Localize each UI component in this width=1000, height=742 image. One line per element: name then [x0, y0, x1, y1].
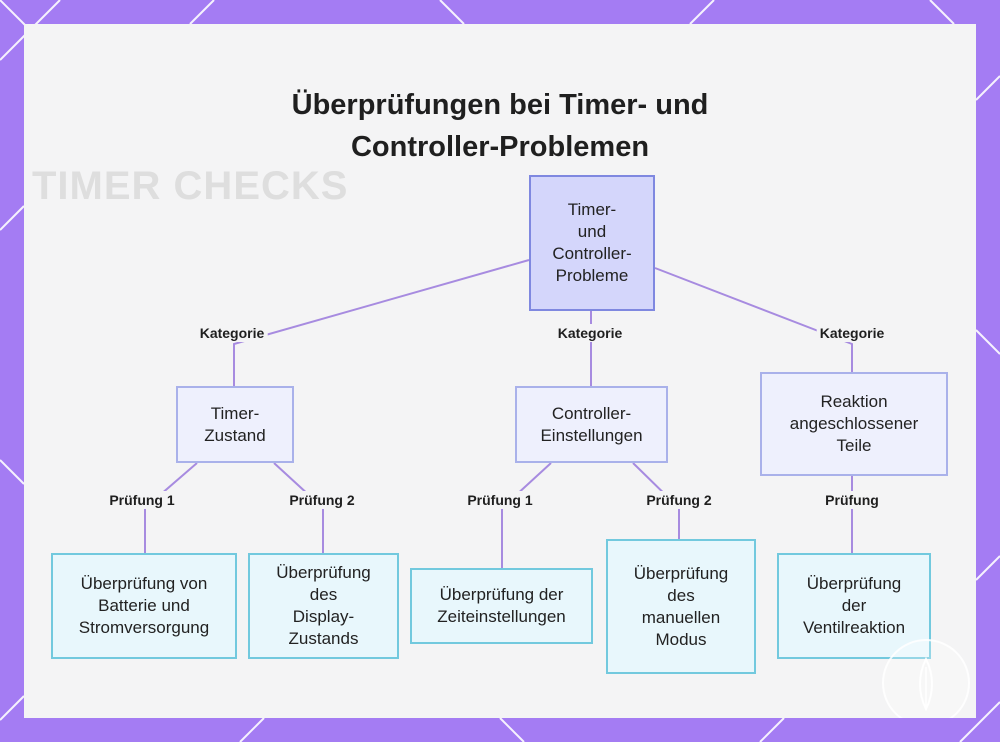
watermark-logo [882, 639, 970, 718]
node-manual-mode-check: Überprüfung des manuellen Modus [606, 539, 756, 674]
edge-label-cat1-leaf1: Prüfung 1 [106, 491, 178, 509]
diagram-card: TIMER CHECKS Überprüfungen bei Timer- un… [24, 24, 976, 718]
edge-root-cat1 [233, 259, 530, 386]
node-timer-controller-problems: Timer- und Controller- Probleme [529, 175, 655, 311]
title-line-1: Überprüfungen bei Timer- und [291, 89, 709, 121]
node-valve-response-check: Überprüfung der Ventilreaktion [777, 553, 931, 659]
edge-label-cat2-leaf3: Prüfung 1 [464, 491, 536, 509]
node-time-settings-check: Überprüfung der Zeiteinstellungen [410, 568, 593, 644]
node-controller-settings: Controller- Einstellungen [515, 386, 668, 463]
edge-label-cat1-leaf2: Prüfung 2 [286, 491, 358, 509]
edge-label-root-cat1: Kategorie [196, 324, 268, 342]
edge-root-cat3 [654, 267, 853, 372]
edge-label-root-cat3: Kategorie [816, 324, 888, 342]
leaf-icon [919, 656, 933, 712]
edge-label-root-cat2: Kategorie [554, 324, 626, 342]
node-battery-power-check: Überprüfung von Batterie und Stromversor… [51, 553, 237, 659]
edge-cat2-leaf3 [501, 462, 552, 568]
title-line-2: Controller-Problemen [350, 131, 650, 163]
edge-label-cat2-leaf4: Prüfung 2 [643, 491, 715, 509]
edge-label-cat3-leaf5: Prüfung [822, 491, 882, 509]
node-display-state-check: Überprüfung des Display- Zustands [248, 553, 399, 659]
diagram-title: Überprüfungen bei Timer- und Controller-… [24, 84, 976, 168]
node-connected-parts-response: Reaktion angeschlossener Teile [760, 372, 948, 476]
node-timer-state: Timer- Zustand [176, 386, 294, 463]
background-watermark-text: TIMER CHECKS [32, 164, 349, 208]
